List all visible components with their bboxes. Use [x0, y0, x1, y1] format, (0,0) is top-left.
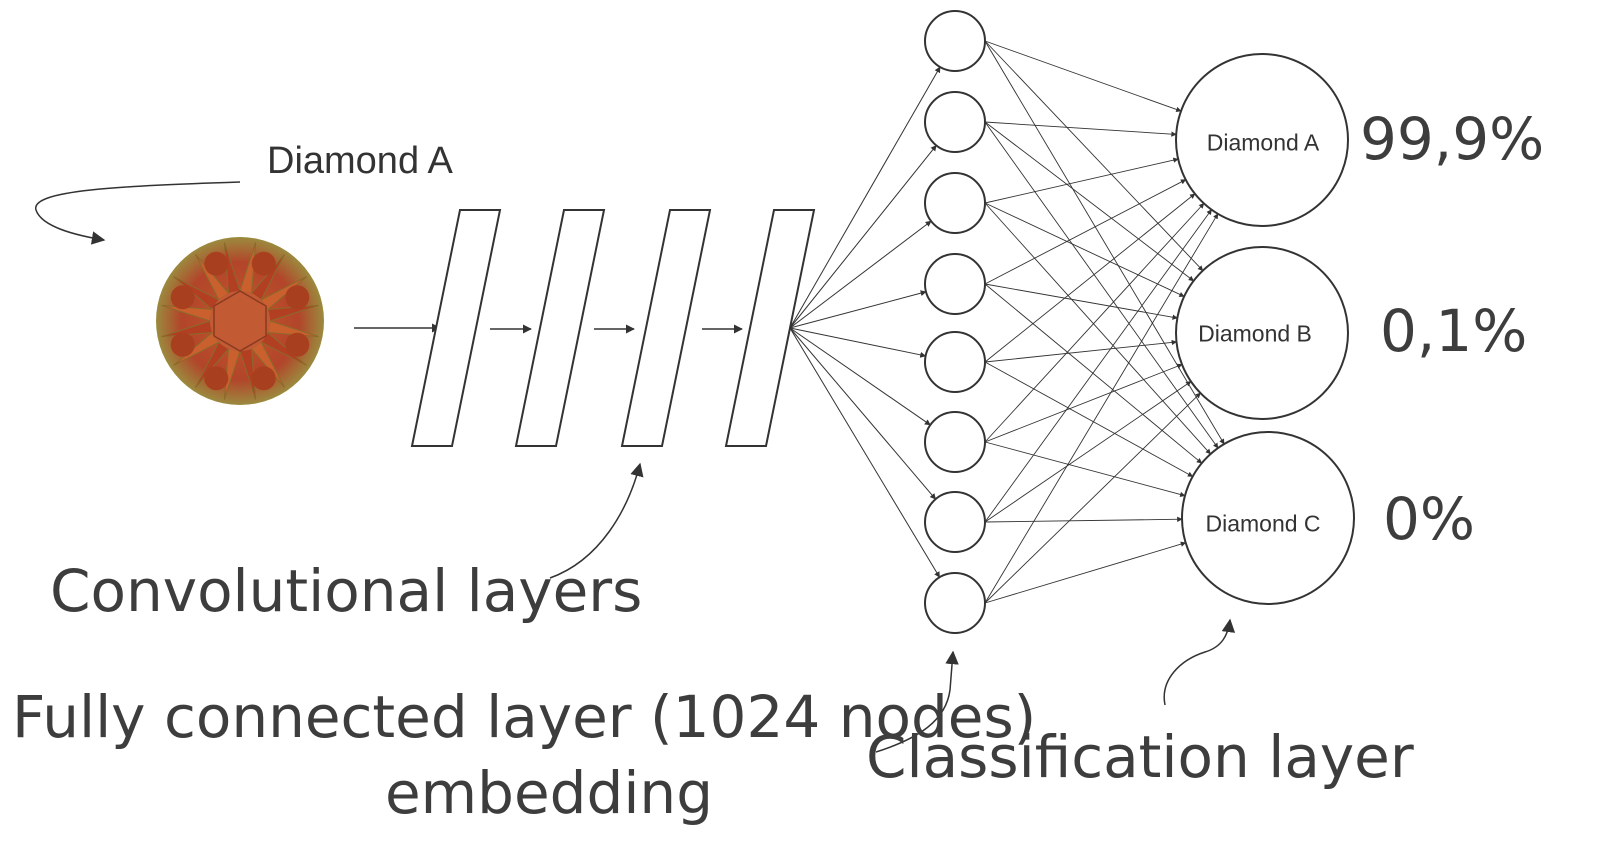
fc-class-connection [984, 121, 1195, 282]
classification-layer-label: Classification layer [866, 723, 1414, 791]
fc-class-connection [984, 339, 1178, 363]
class-node-2 [1175, 246, 1349, 420]
fan-out-connections [789, 66, 941, 578]
fc-class-connection [984, 193, 1196, 363]
fc-class-connection [984, 209, 1212, 523]
fan-connection-3 [789, 220, 932, 329]
fc-class-connection [984, 541, 1187, 604]
conv-layer-3 [620, 209, 712, 447]
fc-class-connection [984, 202, 1211, 455]
class-node-label-c: Diamond C [1205, 510, 1321, 537]
fc-class-connection [984, 516, 1183, 523]
fc-node-5 [924, 331, 986, 393]
fc-class-connection [984, 363, 1183, 443]
fc-node-7 [924, 491, 986, 553]
fc-class-connection [984, 121, 1177, 137]
fan-connection-8 [789, 327, 940, 578]
diamond-image [156, 237, 324, 405]
probability-c: 0% [1383, 485, 1476, 553]
conv-layer-1 [410, 209, 502, 447]
probability-a: 99,9% [1360, 105, 1545, 173]
class-node-1 [1175, 53, 1349, 227]
fc-class-connection [984, 361, 1194, 477]
conv-layer-2 [514, 209, 606, 447]
conv-label-arrow [549, 462, 644, 579]
fc-class-connection [984, 213, 1219, 604]
fc-node-8 [924, 572, 986, 634]
fc-label-arrow [875, 650, 959, 753]
fan-connection-5 [789, 327, 927, 358]
classification-label-arrow [1163, 618, 1236, 706]
fc-class-connection [984, 283, 1203, 464]
diamond-facet [285, 332, 310, 357]
fc-nodes [924, 10, 986, 634]
diamond-facet [204, 366, 229, 391]
class-node-3 [1181, 431, 1355, 605]
conv-layer-4 [724, 209, 816, 447]
fc-class-connection [984, 441, 1186, 498]
fc-class-connection [984, 283, 1178, 320]
class-nodes [1175, 53, 1355, 605]
fc-class-connection [984, 202, 1205, 443]
fc-class-connection [984, 40, 1204, 271]
fan-connection-1 [789, 66, 941, 329]
conv-layers-label: Convolutional layers [50, 557, 643, 625]
fc-class-connection [984, 40, 1225, 445]
fc-node-1 [924, 10, 986, 72]
fc-node-2 [924, 91, 986, 153]
fc-class-connection [984, 121, 1219, 449]
class-node-label-a: Diamond A [1206, 129, 1320, 156]
fc-node-6 [924, 411, 986, 473]
fan-connection-7 [789, 327, 936, 500]
diamond-facet [170, 285, 195, 310]
fc-class-connection [984, 392, 1201, 604]
fc-class-connection [984, 202, 1185, 297]
input-label-arrow [35, 181, 241, 245]
fan-connection-6 [789, 327, 931, 426]
fc-class-connection [984, 381, 1192, 523]
diamond-facet [204, 251, 229, 276]
fan-connection-4 [789, 290, 927, 329]
fc-class-connections [984, 40, 1225, 604]
diamond-facet [170, 332, 195, 357]
fc-layer-label-line2: embedding [385, 759, 714, 827]
probability-b: 0,1% [1380, 297, 1528, 365]
diamond-facet [251, 251, 276, 276]
class-node-label-b: Diamond B [1198, 320, 1312, 347]
diamond-facet [251, 366, 276, 391]
input-label: Diamond A [267, 140, 453, 182]
fc-node-3 [924, 172, 986, 234]
fc-class-connection [984, 157, 1179, 204]
fc-class-connection [984, 40, 1182, 112]
fc-class-connection [984, 179, 1187, 285]
fc-node-4 [924, 253, 986, 315]
fan-connection-2 [789, 144, 937, 329]
conv-layers [410, 209, 816, 447]
fc-layer-label-line1: Fully connected layer (1024 nodes) [12, 683, 1037, 751]
diamond-facet [285, 285, 310, 310]
